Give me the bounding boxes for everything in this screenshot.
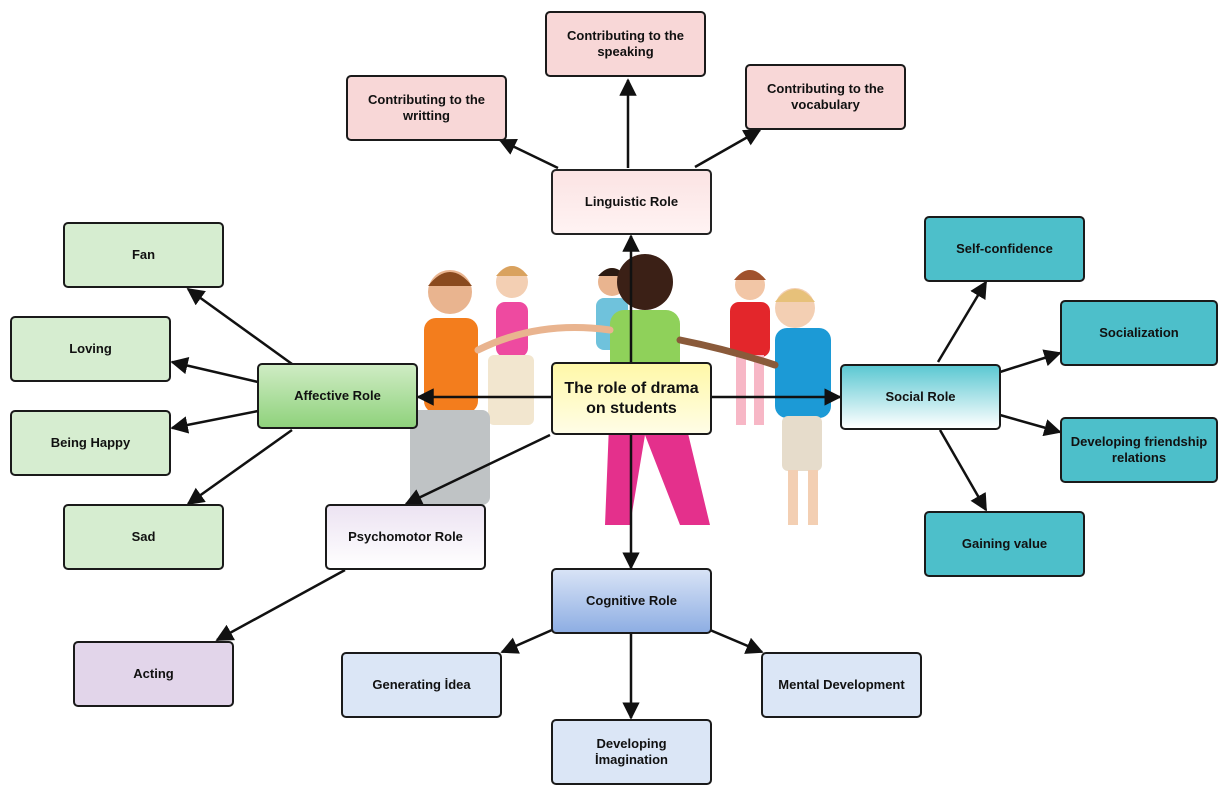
social-gaining-value: Gaining value: [924, 511, 1085, 577]
cognitive-generating-idea: Generating İdea: [341, 652, 502, 718]
arrow-to-loving: [170, 357, 259, 384]
arrow-to-generating-idea: [500, 628, 553, 654]
arrow-to-being-happy: [170, 409, 259, 434]
arrow-to-fan: [186, 287, 293, 366]
arrow-to-mental-development: [709, 628, 764, 654]
child-figure: [730, 270, 770, 425]
social-developing-friendship: Developing friendship relations: [1060, 417, 1218, 483]
cognitive-developing-imagination: Developing İmagination: [551, 719, 712, 785]
affective-role: Affective Role: [257, 363, 418, 429]
psychomotor-role: Psychomotor Role: [325, 504, 486, 570]
contributing-writting: Contributing to the writting: [346, 75, 507, 141]
arrow-to-self-confidence: [936, 280, 988, 363]
arrow-to-gaining-value: [938, 429, 988, 512]
contributing-speaking: Contributing to the speaking: [545, 11, 706, 77]
affective-fan: Fan: [63, 222, 224, 288]
affective-loving: Loving: [10, 316, 171, 382]
affective-being-happy: Being Happy: [10, 410, 171, 476]
social-self-confidence: Self-confidence: [924, 216, 1085, 282]
arrow-to-vocabulary: [694, 128, 762, 169]
social-role: Social Role: [840, 364, 1001, 430]
arrow-to-sad: [186, 428, 293, 506]
contributing-vocabulary: Contributing to the vocabulary: [745, 64, 906, 130]
cognitive-role: Cognitive Role: [551, 568, 712, 634]
child-figure: [775, 288, 831, 525]
center-topic: The role of drama on students: [551, 362, 712, 435]
arrow-to-friendship: [999, 413, 1062, 437]
child-figure: [488, 266, 534, 425]
arrow-to-acting: [215, 568, 346, 642]
arrow-to-socialization: [999, 349, 1062, 374]
social-socialization: Socialization: [1060, 300, 1218, 366]
arrow-to-writting: [498, 138, 559, 170]
linguistic-role: Linguistic Role: [551, 169, 712, 235]
arrow-to-psychomotor: [404, 433, 551, 506]
affective-sad: Sad: [63, 504, 224, 570]
child-figure: [410, 270, 490, 505]
cognitive-mental-development: Mental Development: [761, 652, 922, 718]
psychomotor-acting: Acting: [73, 641, 234, 707]
